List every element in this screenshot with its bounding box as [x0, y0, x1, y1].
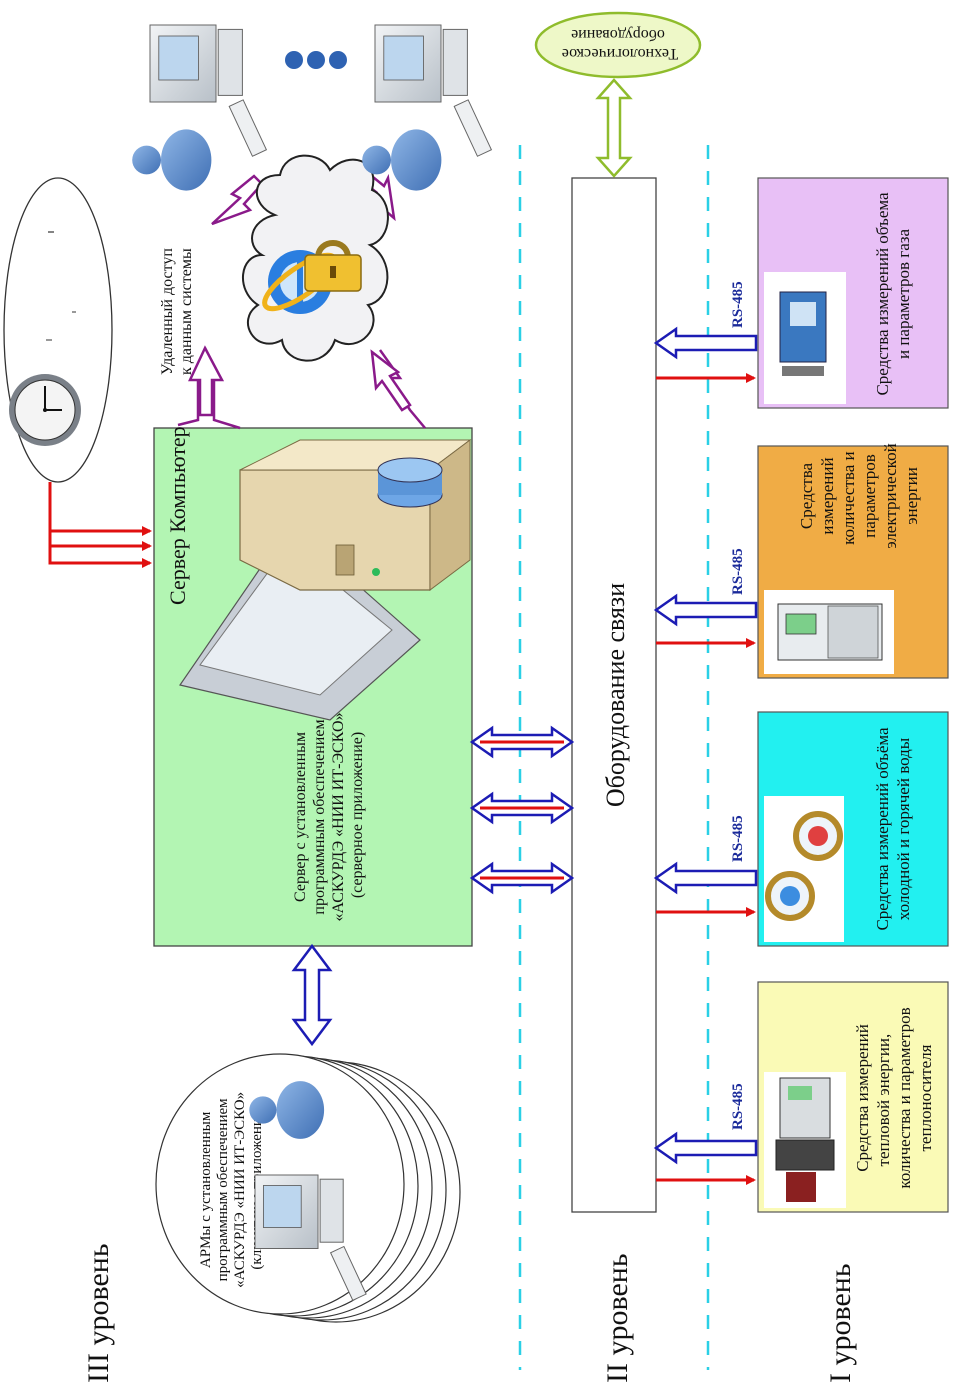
time-source	[3, 177, 113, 483]
rs485-label-water: RS-485	[730, 815, 746, 862]
gas-meter-drawing	[779, 291, 827, 376]
user-icon	[249, 1081, 325, 1139]
level-3-label: III уровень	[82, 1243, 115, 1383]
rs485-label-electric: RS-485	[730, 548, 746, 595]
more-ellipsis	[285, 51, 347, 69]
tech-equipment: Технологическое оборудование	[534, 11, 702, 79]
device-link	[653, 1131, 758, 1185]
server-comm-arrow	[469, 725, 575, 759]
rs485-label-gas: RS-485	[730, 281, 746, 328]
device-links	[653, 326, 758, 1185]
device-link	[653, 326, 758, 383]
server-title: Сервер Компьютер	[165, 426, 190, 605]
level-2-label: II уровень	[601, 1253, 634, 1383]
rs485-label-heat: RS-485	[730, 1083, 746, 1130]
electric-meter-drawing	[777, 603, 883, 661]
water-meter-drawing	[765, 811, 843, 921]
arm-workstations: АРМы с установленным программным обеспеч…	[155, 1053, 461, 1323]
heat-meter-drawing	[775, 1077, 835, 1202]
lock-icon	[304, 240, 362, 292]
device-link	[653, 593, 758, 648]
comm-equipment-label: Оборудование связи	[601, 583, 630, 807]
level-1-label: I уровень	[824, 1263, 857, 1383]
remote-users	[132, 24, 493, 191]
user-icon	[362, 129, 442, 191]
server-comm-arrow	[469, 861, 575, 895]
server-description: Сервер с установленным программным обесп…	[292, 708, 366, 921]
comm-equipment-box	[571, 177, 657, 1213]
server-computer-icon	[179, 439, 472, 721]
device-link	[653, 861, 758, 917]
computer-icon	[149, 24, 268, 157]
computer-icon	[254, 1174, 367, 1301]
remote-access-label: Удаленный доступ к данным системы	[159, 244, 195, 375]
server-comm-links	[469, 725, 575, 895]
server-comm-arrow	[469, 791, 575, 825]
time-sync-arrows	[48, 482, 152, 568]
computer-icon	[374, 24, 493, 157]
svg-text:Технологическое оборудов: Технологическое оборудование	[558, 26, 678, 62]
user-icon	[132, 129, 212, 191]
cloud-icon	[242, 154, 389, 362]
tech-link-arrow	[595, 78, 633, 178]
server-arm-link	[291, 943, 333, 1047]
clock-icon	[9, 374, 81, 446]
